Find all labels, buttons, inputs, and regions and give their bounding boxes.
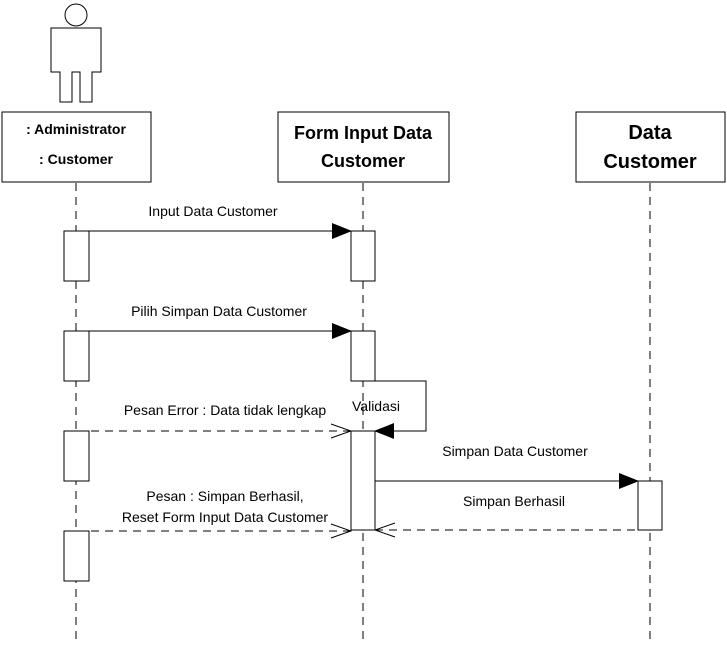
message-simpan-berhasil: Simpan Berhasil — [375, 493, 638, 530]
activation-form-1 — [350, 230, 376, 282]
participant-admin-line-1: : Administrator — [26, 121, 126, 137]
message-pesan-error: Pesan Error : Data tidak lengkap — [89, 402, 351, 431]
activation-admin-2 — [63, 330, 90, 382]
message-label-line-2: Reset Form Input Data Customer — [122, 509, 329, 525]
participant-form: Form Input Data Customer — [277, 111, 450, 183]
message-pesan-simpan-berhasil: Pesan : Simpan Berhasil, Reset Form Inpu… — [89, 488, 351, 531]
participant-data-line-1: Data — [628, 122, 672, 144]
activation-admin-4 — [63, 530, 90, 582]
activation-form-2 — [350, 330, 376, 382]
activation-form-3 — [350, 430, 376, 531]
participant-form-line-2: Customer — [321, 151, 405, 171]
message-validasi: Validasi — [352, 380, 427, 439]
participant-data: Data Customer — [575, 111, 726, 183]
activation-admin-1 — [63, 230, 90, 282]
participant-form-line-1: Form Input Data — [294, 123, 433, 143]
actor-icon — [50, 3, 102, 103]
message-simpan-data-customer: Simpan Data Customer — [375, 443, 639, 489]
message-label: Validasi — [352, 398, 400, 414]
participant-admin-line-2: : Customer — [39, 151, 113, 167]
activation-admin-3 — [63, 430, 90, 482]
message-pilih-simpan: Pilih Simpan Data Customer — [89, 303, 352, 339]
message-label: Input Data Customer — [148, 203, 278, 219]
message-label: Pesan Error : Data tidak lengkap — [124, 402, 327, 418]
participant-data-line-2: Customer — [603, 151, 697, 173]
message-label: Simpan Berhasil — [463, 493, 565, 509]
message-input-data-customer: Input Data Customer — [89, 203, 352, 239]
activation-data-1 — [637, 480, 663, 531]
message-label-line-1: Pesan : Simpan Berhasil, — [146, 488, 303, 504]
message-label: Pilih Simpan Data Customer — [131, 303, 307, 319]
participant-admin: : Administrator : Customer — [1, 111, 152, 183]
message-label: Simpan Data Customer — [442, 443, 588, 459]
